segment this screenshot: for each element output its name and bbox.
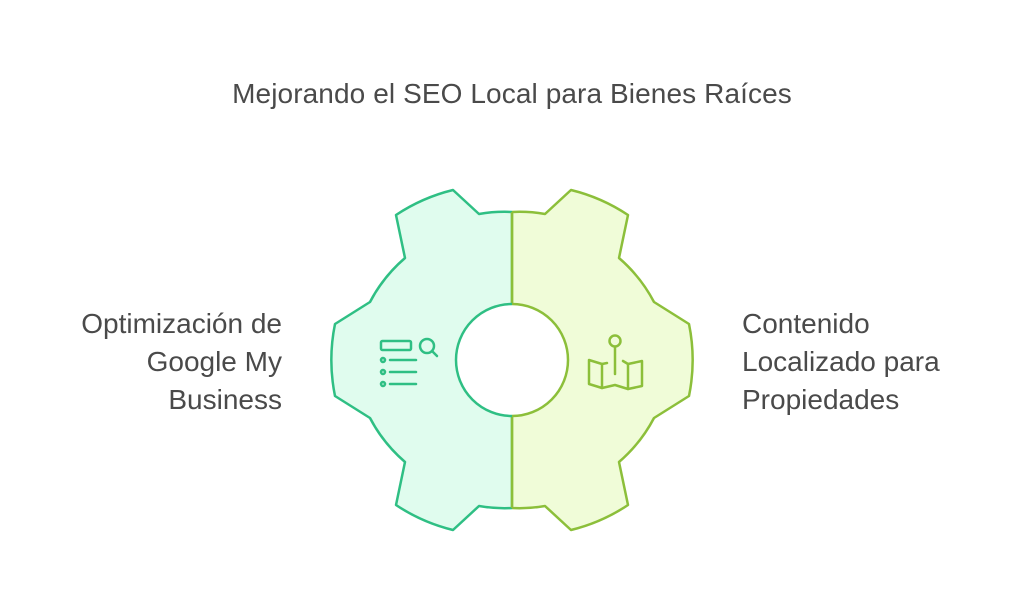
label-line: Propiedades — [742, 384, 900, 415]
gear-center-hole — [456, 304, 568, 416]
label-line: Localizado para — [742, 346, 940, 377]
map-pin-icon — [587, 334, 644, 391]
label-line: Optimización de — [81, 308, 282, 339]
segment-label-left: Optimización de Google My Business — [22, 305, 282, 419]
label-line: Contenido — [742, 308, 870, 339]
gear-left-segment — [330, 188, 512, 532]
label-line: Google My — [146, 346, 282, 377]
label-line: Business — [168, 384, 282, 415]
search-list-icon — [379, 337, 439, 388]
segment-label-right: Contenido Localizado para Propiedades — [742, 305, 1002, 419]
diagram-title: Mejorando el SEO Local para Bienes Raíce… — [232, 78, 792, 109]
gear-right-segment — [512, 188, 694, 532]
